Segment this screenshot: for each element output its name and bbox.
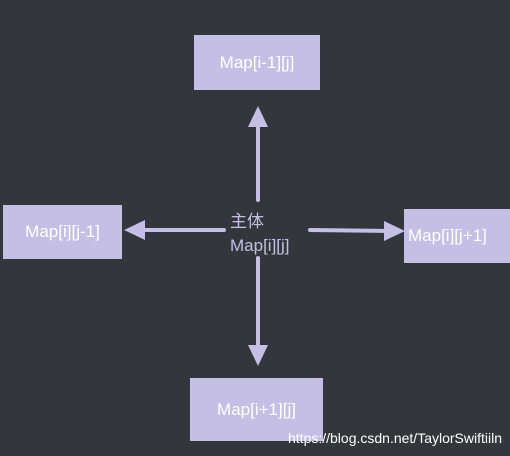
- center-name: Map[i][j]: [230, 236, 290, 255]
- node-left: Map[i][j-1]: [3, 205, 122, 259]
- node-bottom-label: Map[i+1][j]: [217, 399, 296, 419]
- arrow-up-head: [248, 106, 268, 127]
- watermark: https://blog.csdn.net/TaylorSwiftiiln: [288, 430, 502, 446]
- arrow-left-head: [124, 220, 145, 240]
- arrow-down-head: [248, 345, 268, 366]
- node-right-label: Map[i][j+1]: [408, 226, 487, 245]
- center-title: 主体: [230, 212, 264, 231]
- arrow-right: [308, 228, 390, 233]
- node-left-label: Map[i][j-1]: [25, 222, 100, 241]
- node-bottom: Map[i+1][j]: [190, 378, 323, 441]
- node-top-label: Map[i-1][j]: [219, 52, 295, 72]
- node-right: Map[i][j+1]: [404, 209, 510, 263]
- node-top: Map[i-1][j]: [194, 35, 320, 90]
- arrow-right-head: [384, 221, 405, 241]
